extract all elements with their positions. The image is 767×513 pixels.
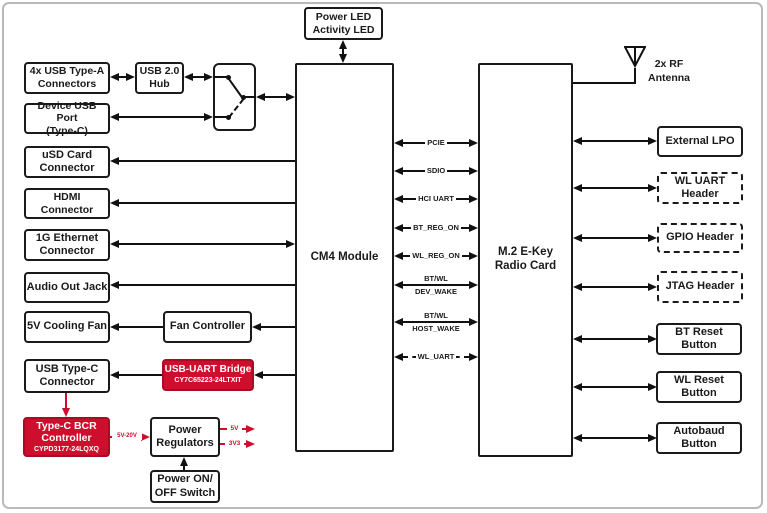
cooling-fan-box: 5V Cooling Fan [24, 311, 110, 343]
rail-label-5v-20v: 5V-20V [112, 433, 142, 440]
gpio-header-box: GPIO Header [657, 223, 743, 253]
pcie-signal-label: PCIE [425, 138, 447, 147]
audio-out-jack-box: Audio Out Jack [24, 272, 110, 303]
jtag-header-box: JTAG Header [657, 271, 743, 303]
type-c-bcr-controller-box: Type-C BCR Controller CYPD3177-24LQXQ [23, 417, 110, 457]
host-wake-signal-label-top: BT/WL [424, 311, 448, 320]
uart-bridge-part-number: CY7C65223-24LTXIT [174, 377, 242, 385]
m2-ekey-radio-card-box: M.2 E-Key Radio Card [478, 63, 573, 457]
rf-antenna-label: 2x RF Antenna [648, 58, 690, 84]
wl-uart-signal-label: WL_UART [415, 352, 457, 361]
power-regulators-box: Power Regulators [150, 417, 220, 457]
power-switch-box: Power ON/ OFF Switch [150, 470, 220, 503]
rail-label-3v3: 3V3 [225, 440, 244, 447]
fan-controller-box: Fan Controller [163, 311, 252, 343]
usb-type-c-connector-box: USB Type-C Connector [24, 359, 110, 393]
rail-label-5v: 5V [227, 425, 242, 432]
bcr-part-number: CYPD3177-24LQXQ [34, 445, 99, 453]
power-led-box: Power LED Activity LED [304, 7, 383, 40]
usd-card-box: uSD Card Connector [24, 146, 110, 178]
wl-uart-header-box: WL UART Header [657, 172, 743, 204]
hci-uart-signal-label: HCI UART [416, 194, 456, 203]
bt-reset-button-box: BT Reset Button [656, 323, 742, 355]
cm4-module-box: CM4 Module [295, 63, 394, 452]
device-usb-port-box: Device USB Port (Type-C) [24, 100, 110, 137]
usb-type-a-box: 4x USB Type-A Connectors [24, 62, 110, 94]
external-lpo-box: External LPO [657, 126, 743, 157]
bt-reg-on-signal-label: BT_REG_ON [411, 223, 461, 232]
usb-uart-bridge-box: USB-UART Bridge CY7C65223-24LTXIT [162, 359, 254, 391]
dev-wake-signal-label-bottom: DEV_WAKE [414, 287, 458, 296]
host-wake-signal-label-bottom: HOST_WAKE [412, 324, 460, 333]
autobaud-button-box: Autobaud Button [656, 422, 742, 454]
wl-reg-on-signal-label: WL_REG_ON [410, 251, 462, 260]
dev-wake-signal-label-top: BT/WL [424, 274, 448, 283]
wl-reset-button-box: WL Reset Button [656, 371, 742, 403]
hdmi-connector-box: HDMI Connector [24, 188, 110, 219]
sdio-signal-label: SDIO [424, 166, 448, 175]
ethernet-connector-box: 1G Ethernet Connector [24, 229, 110, 261]
usb-hub-box: USB 2.0 Hub [135, 62, 184, 94]
